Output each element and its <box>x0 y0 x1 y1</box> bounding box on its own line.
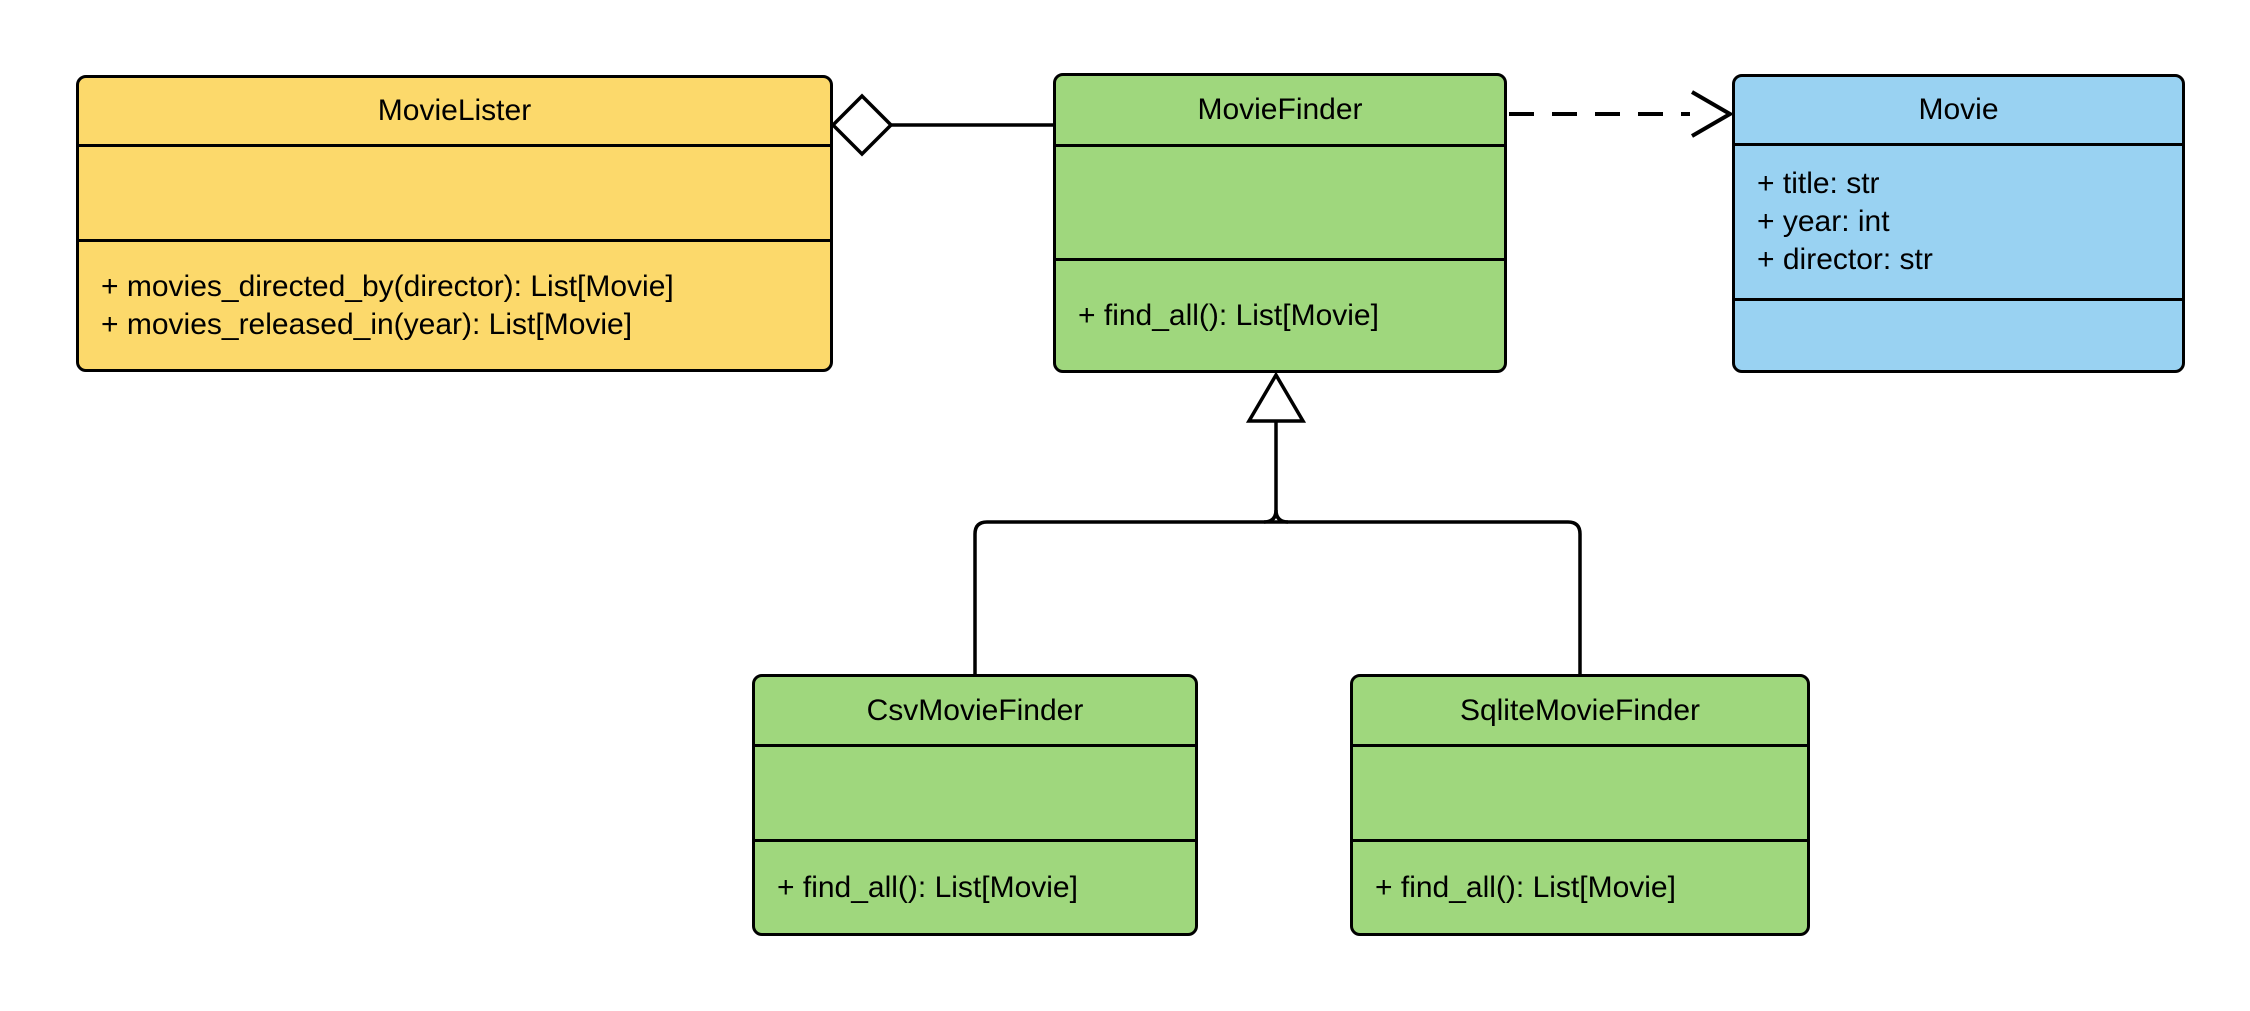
aggregation-diamond-icon <box>830 93 894 157</box>
class-name-label: MovieLister <box>377 94 532 127</box>
methods-compartment: + find_all(): List[Movie] <box>1056 258 1504 370</box>
inheritance-branch-line <box>973 520 1582 674</box>
method-label: + find_all(): List[Movie] <box>1078 298 1379 332</box>
attribute-label: + title: str <box>1757 167 1880 200</box>
attributes-compartment <box>1056 144 1504 258</box>
class-sqlitemoviefinder[interactable]: SqliteMovieFinder + find_all(): List[Mov… <box>1350 674 1810 936</box>
class-title: CsvMovieFinder <box>755 677 1195 744</box>
class-moviefinder[interactable]: MovieFinder + find_all(): List[Movie] <box>1053 73 1507 373</box>
inheritance-stem-line <box>1263 421 1278 524</box>
class-movie[interactable]: Movie + title: str + year: int + directo… <box>1732 74 2185 373</box>
attribute-label: + director: str <box>1757 243 1933 276</box>
method-label: + find_all(): List[Movie] <box>777 870 1078 904</box>
aggregation-connector[interactable] <box>830 93 1055 157</box>
class-name-label: CsvMovieFinder <box>866 693 1084 727</box>
inheritance-triangle-icon <box>1245 371 1307 423</box>
attributes-compartment: + title: str + year: int + director: str <box>1735 143 2182 298</box>
methods-compartment: + find_all(): List[Movie] <box>755 839 1195 933</box>
dependency-open-arrow-icon <box>1690 90 1734 138</box>
class-name-label: Movie <box>1918 93 1999 126</box>
method-label: + find_all(): List[Movie] <box>1375 870 1676 904</box>
method-label: + movies_released_in(year): List[Movie] <box>101 307 633 341</box>
attributes-compartment <box>755 744 1195 839</box>
class-title: MovieLister <box>79 78 830 144</box>
dependency-connector[interactable] <box>1509 90 1734 138</box>
methods-compartment: + movies_directed_by(director): List[Mov… <box>79 239 830 369</box>
class-name-label: SqliteMovieFinder <box>1459 693 1701 727</box>
attributes-compartment <box>1353 744 1807 839</box>
inheritance-connector[interactable] <box>973 371 1582 674</box>
inheritance-stem-line-right-fillet <box>1274 509 1289 524</box>
class-name-label: MovieFinder <box>1197 93 1363 126</box>
methods-compartment <box>1735 298 2182 370</box>
class-title: MovieFinder <box>1056 76 1504 144</box>
methods-compartment: + find_all(): List[Movie] <box>1353 839 1807 933</box>
class-title: SqliteMovieFinder <box>1353 677 1807 744</box>
class-movielister[interactable]: MovieLister + movies_directed_by(directo… <box>76 75 833 372</box>
attribute-label: + year: int <box>1757 205 1890 238</box>
attributes-compartment <box>79 144 830 239</box>
method-label: + movies_directed_by(director): List[Mov… <box>101 269 674 303</box>
class-csvmoviefinder[interactable]: CsvMovieFinder + find_all(): List[Movie] <box>752 674 1198 936</box>
class-title: Movie <box>1735 77 2182 143</box>
